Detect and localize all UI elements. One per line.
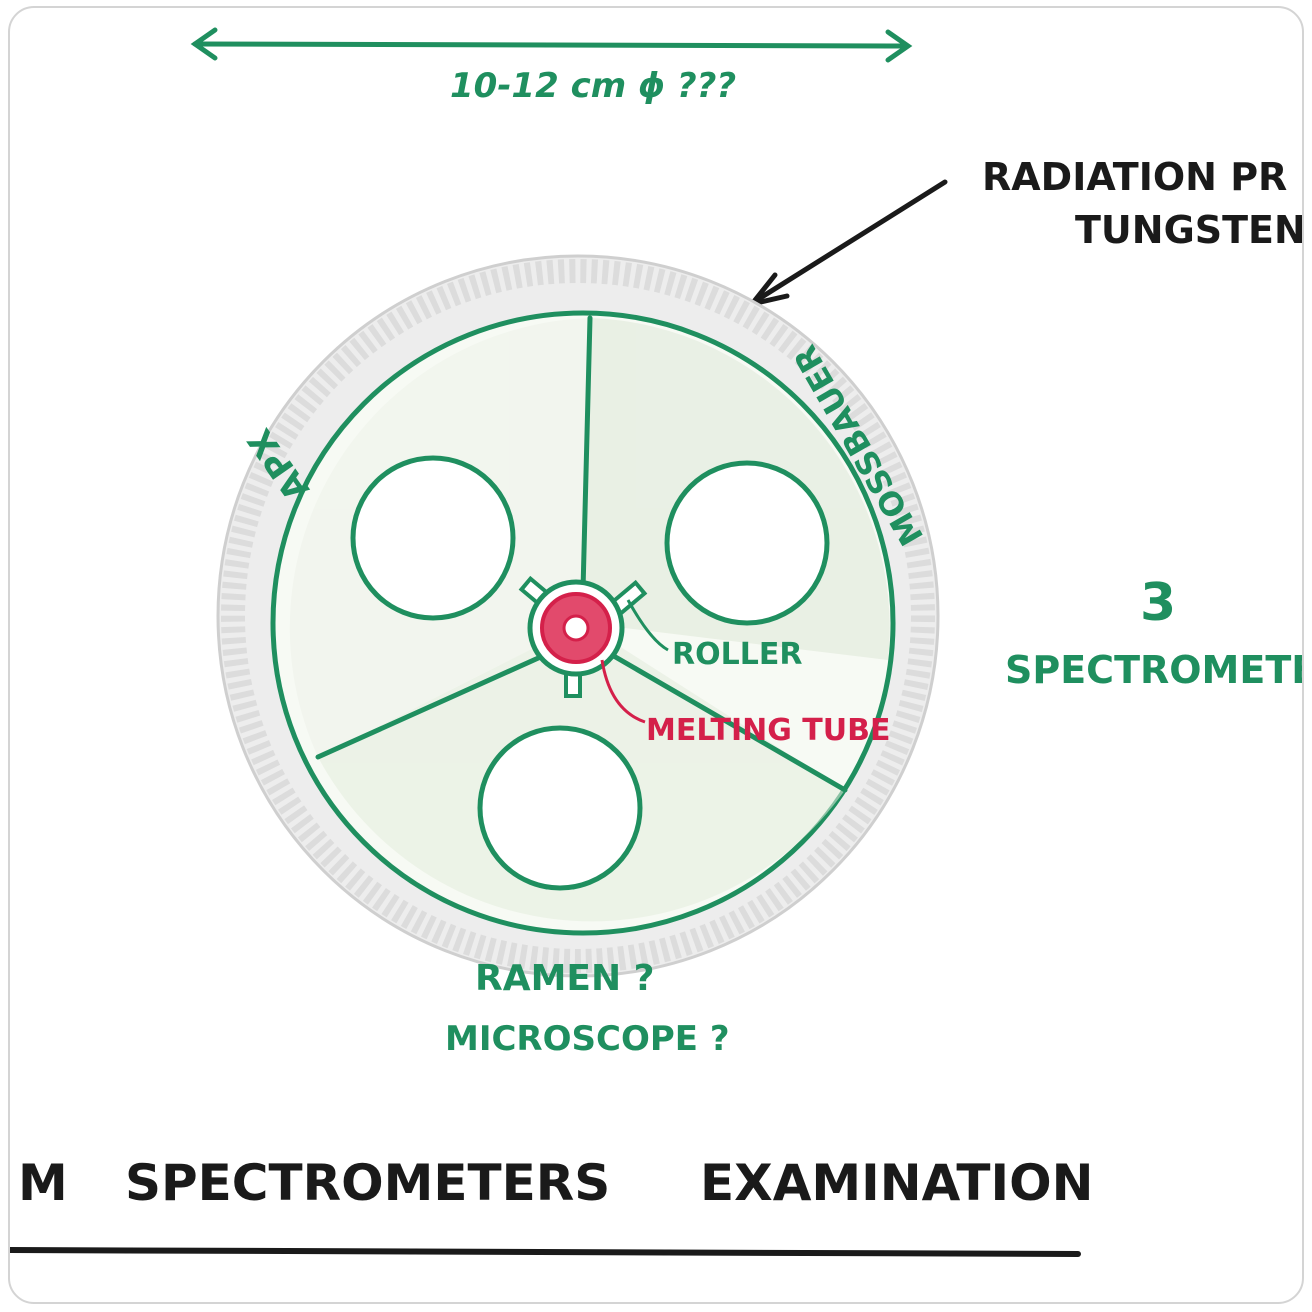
dimension-label: 10-12 cm ϕ ??? [450, 66, 736, 106]
disk-spokes [315, 315, 848, 793]
melting-tube-leader [600, 659, 646, 724]
sample-port-ramen [477, 725, 643, 891]
spectrometer-label: SPECTROMETER [1005, 648, 1312, 692]
radiation-label-line2: TUNGSTEN [1075, 208, 1306, 252]
melting-tube-core [562, 614, 590, 642]
footer-title-mid: SPECTROMETERS [125, 1154, 610, 1212]
tungsten-shield-ring-hatch [221, 259, 935, 973]
melting-tube-label: MELTING TUBE [646, 713, 890, 748]
microscope-label: MICROSCOPE ? [445, 1019, 730, 1059]
sample-port-apx [350, 455, 516, 621]
footer-title-right: EXAMINATION [700, 1154, 1093, 1212]
sample-port-mossbauer [664, 460, 830, 626]
footer-title-left: M [18, 1154, 68, 1212]
radiation-label-line1: RADIATION PR [982, 155, 1287, 199]
ramen-label: RAMEN ? [475, 958, 655, 999]
spectrometer-count: 3 [1140, 573, 1176, 633]
footer-underline [10, 1247, 1081, 1257]
radiation-arrow [745, 179, 948, 309]
roller-label: ROLLER [672, 637, 802, 672]
roller-leader [626, 599, 669, 652]
dimension-arrow [190, 27, 913, 63]
